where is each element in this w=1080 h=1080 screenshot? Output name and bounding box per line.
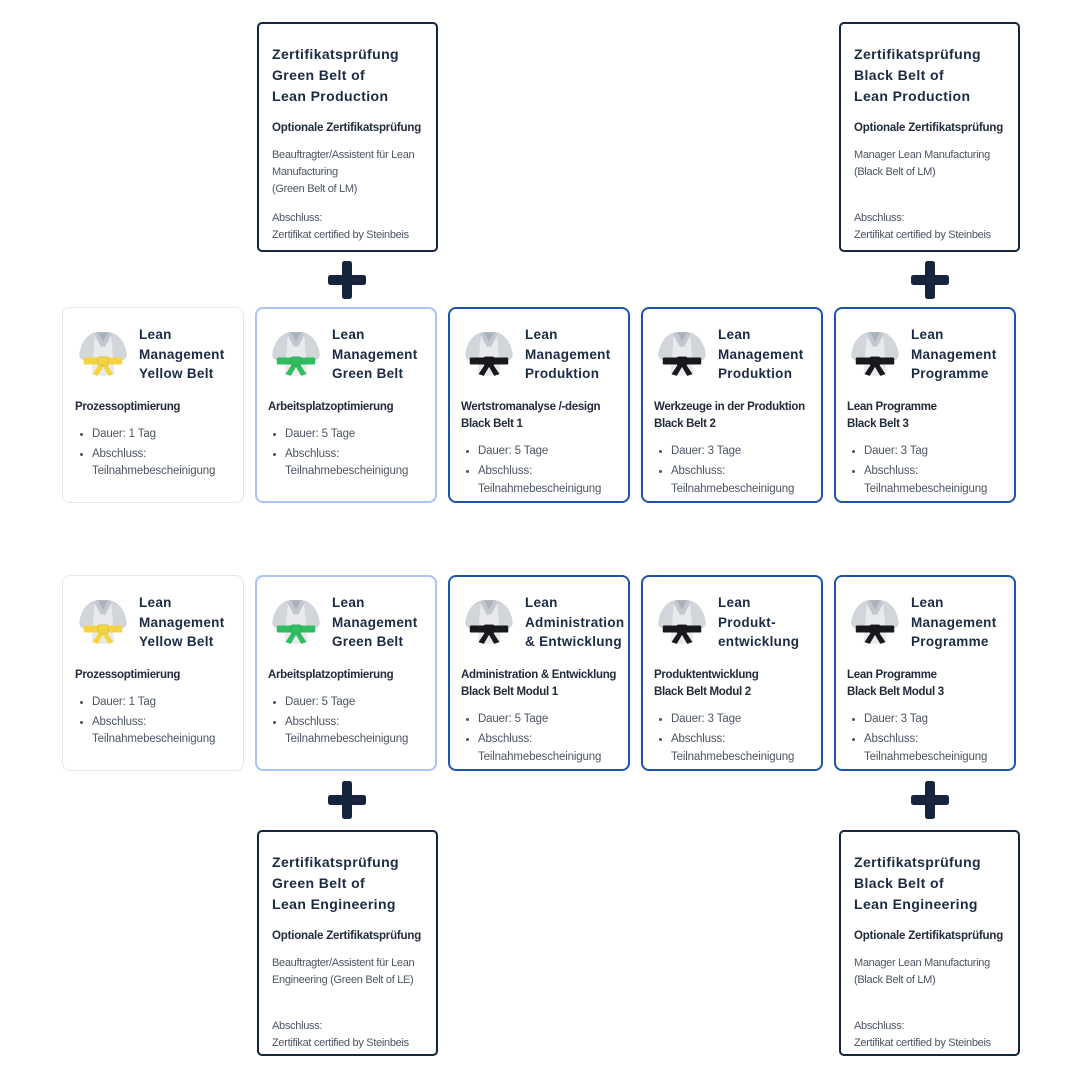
duration-bullet: Dauer: 1 Tag xyxy=(92,694,231,711)
cert-title: Zertifikatsprüfung Green Belt of Lean En… xyxy=(272,854,399,912)
cert-card-green-belt-lean-production: Zertifikatsprüfung Green Belt of Lean Pr… xyxy=(257,22,438,252)
karate-gi-green-belt-icon xyxy=(268,326,324,382)
karate-gi-black-belt-icon xyxy=(847,594,903,650)
cert-footer: Abschluss: Zertifikat certified by Stein… xyxy=(854,212,991,242)
completion-bullet: Abschluss: Teilnahmebescheinigung xyxy=(285,714,424,749)
course-subtitle: Prozessoptimierung xyxy=(75,668,181,681)
cert-card-black-belt-lean-engineering: Zertifikatsprüfung Black Belt of Lean En… xyxy=(839,830,1020,1056)
duration-bullet: Dauer: 5 Tage xyxy=(478,443,617,460)
cert-body: Manager Lean Manufacturing (Black Belt o… xyxy=(854,957,990,987)
course-details: Dauer: 5 Tage Abschluss: Teilnahmebesche… xyxy=(268,426,424,481)
duration-bullet: Dauer: 5 Tage xyxy=(478,711,617,728)
plus-icon xyxy=(328,261,366,299)
karate-gi-black-belt-icon xyxy=(654,326,710,382)
course-details: Dauer: 1 Tag Abschluss: Teilnahmebeschei… xyxy=(75,694,231,749)
course-details: Dauer: 3 Tage Abschluss: Teilnahmebesche… xyxy=(654,443,810,498)
cert-title: Zertifikatsprüfung Black Belt of Lean Pr… xyxy=(854,46,981,104)
duration-bullet: Dauer: 3 Tag xyxy=(864,443,1003,460)
cert-body: Manager Lean Manufacturing (Black Belt o… xyxy=(854,149,990,179)
cert-subtitle: Optionale Zertifikatsprüfung xyxy=(272,122,422,134)
duration-bullet: Dauer: 3 Tage xyxy=(671,443,810,460)
duration-bullet: Dauer: 3 Tage xyxy=(671,711,810,728)
completion-bullet: Abschluss: Teilnahmebescheinigung xyxy=(864,731,1003,766)
course-details: Dauer: 5 Tage Abschluss: Teilnahmebesche… xyxy=(268,694,424,749)
completion-bullet: Abschluss: Teilnahmebescheinigung xyxy=(92,446,231,481)
completion-bullet: Abschluss: Teilnahmebescheinigung xyxy=(478,731,617,766)
cert-card-black-belt-lean-production: Zertifikatsprüfung Black Belt of Lean Pr… xyxy=(839,22,1020,252)
cert-title: Zertifikatsprüfung Green Belt of Lean Pr… xyxy=(272,46,399,104)
course-details: Dauer: 5 Tage Abschluss: Teilnahmebesche… xyxy=(461,443,617,498)
duration-bullet: Dauer: 5 Tage xyxy=(285,694,424,711)
karate-gi-black-belt-icon xyxy=(654,594,710,650)
course-details: Dauer: 5 Tage Abschluss: Teilnahmebesche… xyxy=(461,711,617,766)
cert-body: Beauftragter/Assistent für Lean Manufact… xyxy=(272,149,415,196)
karate-gi-yellow-belt-icon xyxy=(75,326,131,382)
duration-bullet: Dauer: 3 Tag xyxy=(864,711,1003,728)
course-details: Dauer: 3 Tag Abschluss: Teilnahmebeschei… xyxy=(847,443,1003,498)
course-details: Dauer: 3 Tage Abschluss: Teilnahmebesche… xyxy=(654,711,810,766)
cert-subtitle: Optionale Zertifikatsprüfung xyxy=(854,930,1004,942)
cert-body: Beauftragter/Assistent für Lean Engineer… xyxy=(272,957,415,987)
karate-gi-black-belt-icon xyxy=(461,326,517,382)
cert-footer: Abschluss: Zertifikat certified by Stein… xyxy=(272,1020,409,1050)
plus-icon xyxy=(328,781,366,819)
course-details: Dauer: 1 Tag Abschluss: Teilnahmebeschei… xyxy=(75,426,231,481)
course-details: Dauer: 3 Tag Abschluss: Teilnahmebeschei… xyxy=(847,711,1003,766)
completion-bullet: Abschluss: Teilnahmebescheinigung xyxy=(285,446,424,481)
plus-icon xyxy=(911,261,949,299)
cert-subtitle: Optionale Zertifikatsprüfung xyxy=(272,930,422,942)
completion-bullet: Abschluss: Teilnahmebescheinigung xyxy=(671,731,810,766)
duration-bullet: Dauer: 1 Tag xyxy=(92,426,231,443)
completion-bullet: Abschluss: Teilnahmebescheinigung xyxy=(478,463,617,498)
course-subtitle: Prozessoptimierung xyxy=(75,400,181,413)
completion-bullet: Abschluss: Teilnahmebescheinigung xyxy=(92,714,231,749)
cert-footer: Abschluss: Zertifikat certified by Stein… xyxy=(854,1020,991,1050)
completion-bullet: Abschluss: Teilnahmebescheinigung xyxy=(671,463,810,498)
cert-card-green-belt-lean-engineering: Zertifikatsprüfung Green Belt of Lean En… xyxy=(257,830,438,1056)
cert-subtitle: Optionale Zertifikatsprüfung xyxy=(854,122,1004,134)
cert-footer: Abschluss: Zertifikat certified by Stein… xyxy=(272,212,409,242)
karate-gi-black-belt-icon xyxy=(461,594,517,650)
karate-gi-green-belt-icon xyxy=(268,594,324,650)
plus-icon xyxy=(911,781,949,819)
course-subtitle: Arbeitsplatzoptimierung xyxy=(268,668,394,681)
completion-bullet: Abschluss: Teilnahmebescheinigung xyxy=(864,463,1003,498)
cert-title: Zertifikatsprüfung Black Belt of Lean En… xyxy=(854,854,981,912)
karate-gi-black-belt-icon xyxy=(847,326,903,382)
duration-bullet: Dauer: 5 Tage xyxy=(285,426,424,443)
karate-gi-yellow-belt-icon xyxy=(75,594,131,650)
course-subtitle: Arbeitsplatzoptimierung xyxy=(268,400,394,413)
